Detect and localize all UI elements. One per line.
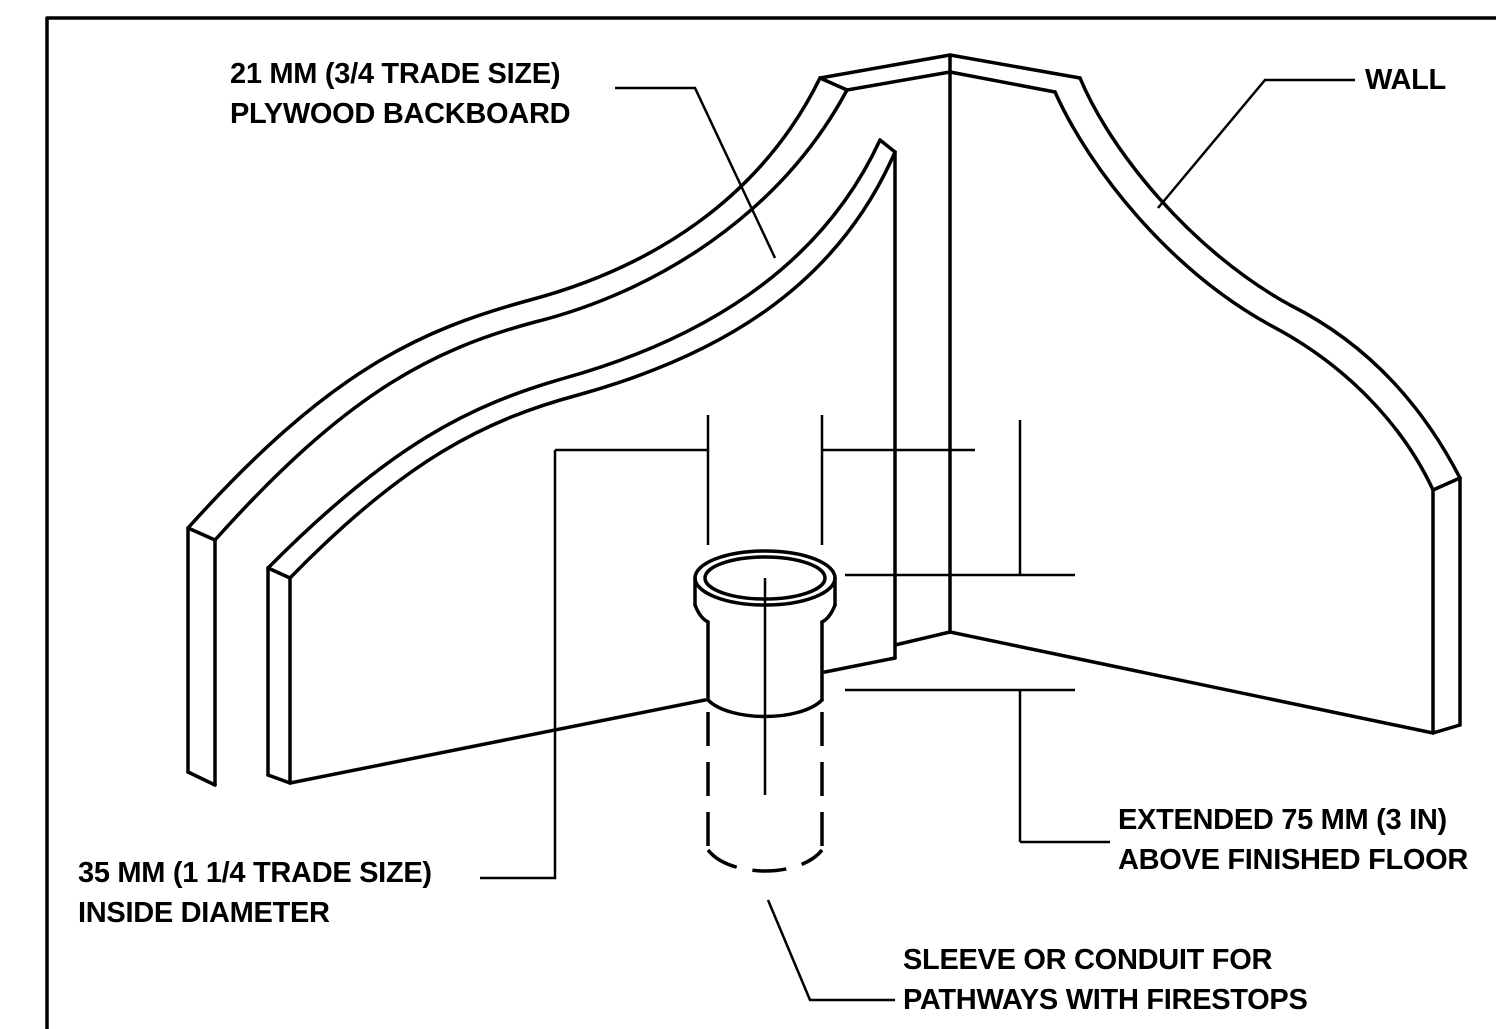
wall-corner-floor-edge [893, 630, 952, 647]
sleeve-label: SLEEVE OR CONDUIT FOR PATHWAYS WITH FIRE… [903, 940, 1308, 1020]
diameter-label: 35 MM (1 1/4 TRADE SIZE) INSIDE DIAMETER [78, 853, 432, 933]
wall-label-line1: WALL [1365, 64, 1446, 96]
sleeve-conduit [693, 549, 837, 873]
extended-label: EXTENDED 75 MM (3 IN) ABOVE FINISHED FLO… [1118, 800, 1468, 880]
extended-label-line1: EXTENDED 75 MM (3 IN) [1118, 804, 1447, 836]
diagram-frame [45, 16, 1496, 1029]
leader-lines [480, 78, 1355, 1002]
sleeve-label-line2: PATHWAYS WITH FIRESTOPS [903, 984, 1308, 1016]
extended-label-line2: ABOVE FINISHED FLOOR [1118, 844, 1469, 876]
dimension-lines [555, 415, 1075, 842]
backboard-label-line2: PLYWOOD BACKBOARD [230, 98, 571, 130]
left-wall [186, 53, 1082, 787]
right-wall [948, 76, 1462, 735]
diameter-label-line1: 35 MM (1 1/4 TRADE SIZE) [78, 857, 432, 889]
backboard-label-line1: 21 MM (3/4 TRADE SIZE) [230, 58, 561, 90]
wall-label: WALL [1365, 60, 1446, 100]
diameter-label-line2: INSIDE DIAMETER [78, 897, 330, 929]
sleeve-label-line1: SLEEVE OR CONDUIT FOR [903, 944, 1273, 976]
plywood-backboard [266, 138, 897, 785]
backboard-label: 21 MM (3/4 TRADE SIZE) PLYWOOD BACKBOARD [230, 54, 571, 134]
